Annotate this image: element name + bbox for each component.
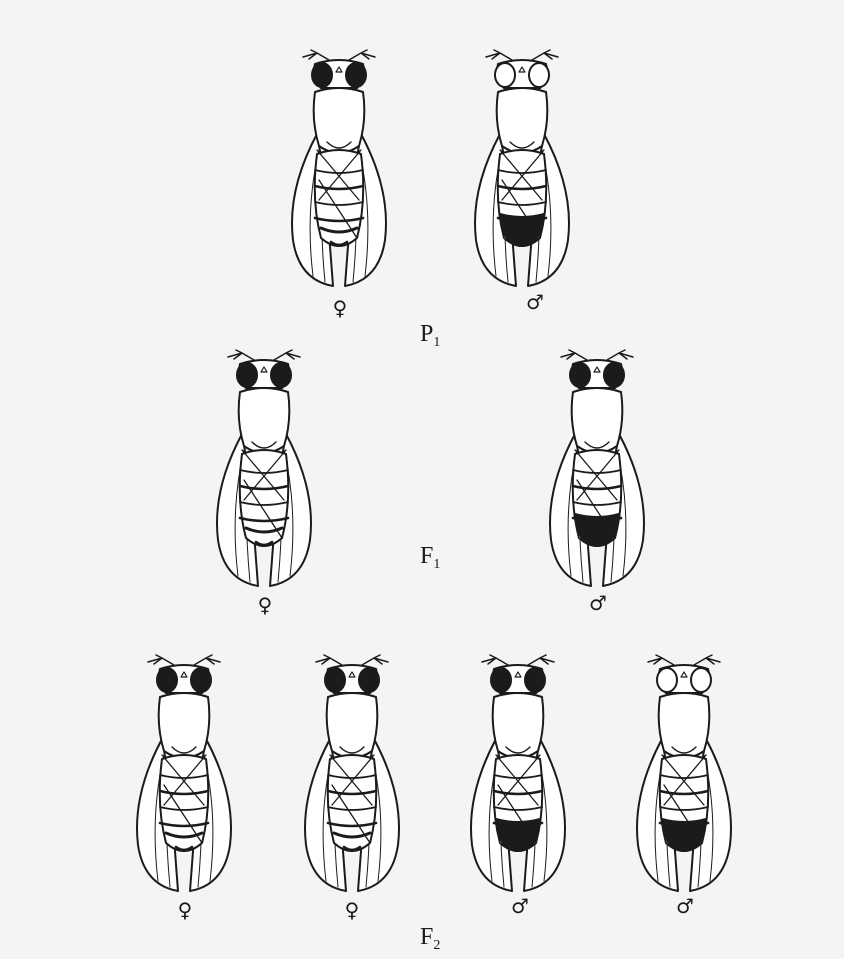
sex-symbol-f2-female-1: ♀ xyxy=(170,900,200,920)
antennae xyxy=(316,655,388,665)
fly-4 xyxy=(550,350,644,586)
right-eye-icon xyxy=(525,668,545,692)
left-eye-icon xyxy=(495,63,515,87)
antennae xyxy=(482,655,554,665)
left-eye-icon xyxy=(237,363,257,387)
sex-symbol-p1-female: ♀ xyxy=(325,298,355,318)
thorax xyxy=(239,388,290,453)
sex-symbol-f2-male-1: ♂ xyxy=(505,896,535,916)
right-eye-icon xyxy=(359,668,379,692)
right-eye-icon xyxy=(346,63,366,87)
left-eye-icon xyxy=(312,63,332,87)
right-eye-icon xyxy=(529,63,549,87)
thorax xyxy=(327,693,378,758)
right-eye-icon xyxy=(191,668,211,692)
fly-6 xyxy=(305,655,399,891)
right-eye-icon xyxy=(604,363,624,387)
left-eye-icon xyxy=(657,668,677,692)
right-eye-icon xyxy=(691,668,711,692)
antennae xyxy=(648,655,720,665)
sex-symbol-f1-female: ♀ xyxy=(250,595,280,615)
antennae xyxy=(303,50,375,60)
generation-label-f2: F2 xyxy=(420,925,440,953)
thorax xyxy=(659,693,710,758)
left-eye-icon xyxy=(157,668,177,692)
thorax xyxy=(572,388,623,453)
antennae xyxy=(561,350,633,360)
left-eye-icon xyxy=(325,668,345,692)
sex-symbol-f2-female-2: ♀ xyxy=(337,900,367,920)
right-eye-icon xyxy=(271,363,291,387)
thorax xyxy=(159,693,210,758)
fly-1 xyxy=(292,50,386,286)
antennae xyxy=(486,50,558,60)
antennae xyxy=(148,655,220,665)
fly-5 xyxy=(137,655,231,891)
left-eye-icon xyxy=(570,363,590,387)
fly-3 xyxy=(217,350,311,586)
antennae xyxy=(228,350,300,360)
thorax xyxy=(493,693,544,758)
left-eye-icon xyxy=(491,668,511,692)
sex-symbol-f1-male: ♂ xyxy=(583,593,613,613)
fly-8 xyxy=(637,655,731,891)
fly-2 xyxy=(475,50,569,286)
sex-symbol-f2-male-2: ♂ xyxy=(670,896,700,916)
thorax xyxy=(497,88,548,153)
fly-7 xyxy=(471,655,565,891)
generation-label-f1: F1 xyxy=(420,544,440,572)
sex-symbol-p1-male: ♂ xyxy=(520,292,550,312)
thorax xyxy=(314,88,365,153)
generation-label-p1: P1 xyxy=(420,322,440,350)
